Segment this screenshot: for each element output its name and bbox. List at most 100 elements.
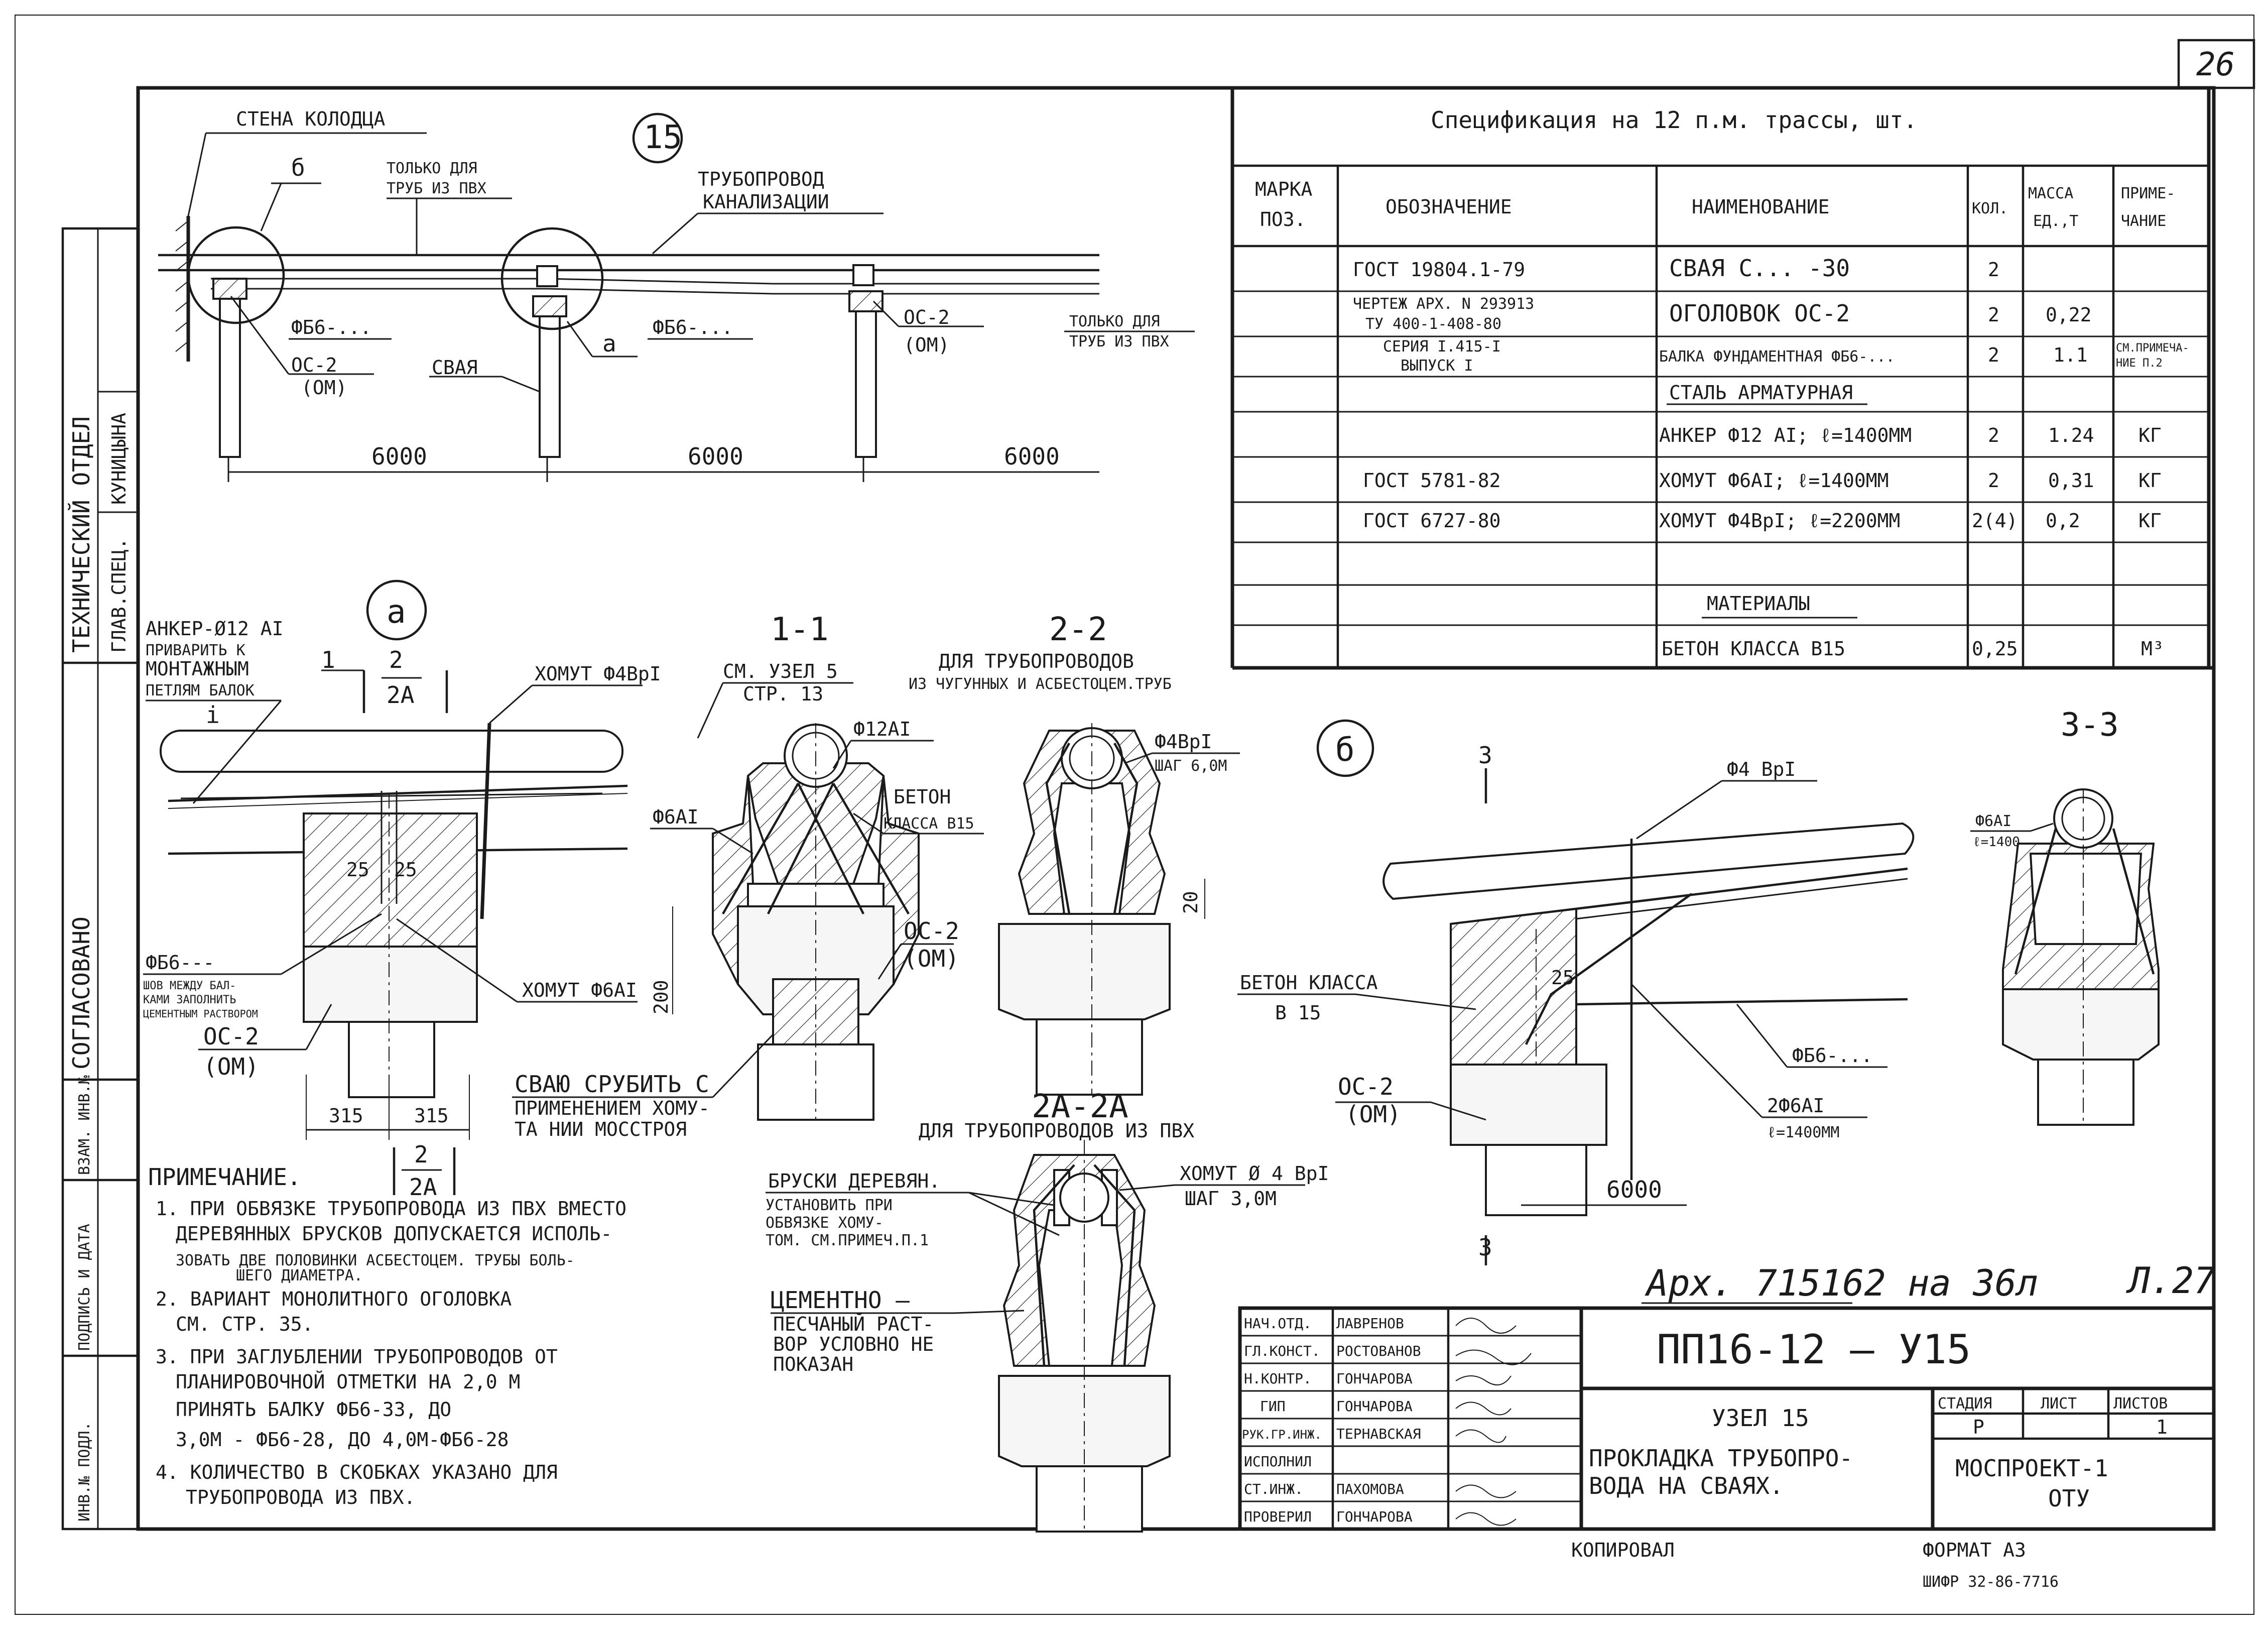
pipeline-label: ТРУБОПРОВОД xyxy=(698,168,824,190)
note-3b: ПЛАНИРОВОЧНОЙ ОТМЕТКИ НА 2,0 М xyxy=(176,1371,520,1393)
section-3-3: 3-3 Ф6АI ℓ=1400 xyxy=(1970,707,2160,1126)
detail-a-cap xyxy=(303,812,478,948)
spec-row-prim-2: НИЕ П.2 xyxy=(2116,357,2163,370)
sec2a-bruski-4: ТОМ. СМ.ПРИМЕЧ.П.1 xyxy=(766,1232,929,1249)
spec-row-prim: КГ xyxy=(2138,424,2162,446)
note-1b: ДЕРЕВЯННЫХ БРУСКОВ ДОПУСКАЕТСЯ ИСПОЛЬ- xyxy=(176,1223,612,1245)
stamp-vzam-inv: ВЗАМ. ИНВ.№ xyxy=(76,1075,93,1175)
sec2a-cem-4: ПОКАЗАН xyxy=(773,1353,853,1375)
spec-row-oboz-2: ТУ 400-1-408-80 xyxy=(1365,315,1501,333)
sec2a-homut: ХОМУТ Ø 4 ВрI xyxy=(1180,1162,1329,1185)
det-a-315a: 315 xyxy=(329,1105,363,1127)
sec22-sub: ДЛЯ ТРУБОПРОВОДОВ xyxy=(939,650,1134,672)
spec-row-kol: 2 xyxy=(1988,304,1999,326)
top-os2-1: ОС-2 xyxy=(291,354,337,376)
det-b-s3a: 3 xyxy=(1478,742,1492,769)
stamp-inv-podl: ИНВ.№ ПОДЛ. xyxy=(76,1422,93,1521)
tb-role: СТ.ИНЖ. xyxy=(1244,1481,1303,1497)
kopiroval: КОПИРОВАЛ xyxy=(1571,1539,1675,1561)
det-a-315b: 315 xyxy=(414,1105,449,1127)
sec11-svai-3: ТА НИИ МОССТРОЯ xyxy=(515,1118,687,1140)
note-4a: 4. КОЛИЧЕСТВО В СКОБКАХ УКАЗАНО ДЛЯ xyxy=(156,1461,558,1483)
tb-role: НАЧ.ОТД. xyxy=(1244,1315,1312,1332)
spec-row-oboz: СЕРИЯ I.415-I xyxy=(1383,338,1501,356)
det-a-shov-3: ЦЕМЕНТНЫМ РАСТВОРОМ xyxy=(143,1008,258,1020)
notes: ПРИМЕЧАНИЕ. 2 2А 1. ПРИ ОБВЯЗКЕ ТРУБОПРО… xyxy=(148,1141,626,1508)
pipeline-label-2: КАНАЛИЗАЦИИ xyxy=(703,191,829,213)
note-4b: ТРУБОПРОВОДА ИЗ ПВХ. xyxy=(186,1486,416,1508)
det-a-25a: 25 xyxy=(346,859,369,881)
sec11-beton: БЕТОН xyxy=(894,786,951,808)
sec2a-shag: ШАГ 3,0М xyxy=(1185,1188,1277,1210)
detail-b-ref: б xyxy=(291,154,305,181)
archive-note: Арх. 715162 на 36л xyxy=(1645,1262,2038,1304)
hdr-massa: МАССА xyxy=(2028,185,2073,202)
spec-row-massa: 0,22 xyxy=(2046,304,2092,326)
spec-row-oboz: ГОСТ 19804.1-79 xyxy=(1353,259,1525,281)
det-b-25: 25 xyxy=(1551,967,1574,989)
spec-row-prim: СМ.ПРИМЕЧА- xyxy=(2116,342,2189,355)
sec33-f6: Ф6АI xyxy=(1975,812,2011,830)
spec-row-kol: 2 xyxy=(1988,470,1999,492)
det-a-s1: 1 xyxy=(321,646,335,673)
notes-s2a: 2А xyxy=(409,1174,437,1201)
page-number-box xyxy=(2177,39,2255,89)
tb-code: ПП16-12 — У15 xyxy=(1657,1326,1971,1373)
det-a-s2a: 2А xyxy=(387,681,414,709)
sec11-title: 1-1 xyxy=(771,611,829,648)
spec-row-naim: МАТЕРИАЛЫ xyxy=(1707,593,1810,615)
top-os2-2: ОС-2 xyxy=(904,306,950,328)
sec2a-title: 2А-2А xyxy=(1032,1088,1128,1125)
det-b-os2: ОС-2 xyxy=(1338,1073,1394,1100)
hdr-prim: ПРИМЕ- xyxy=(2121,185,2175,202)
spec-row-massa: 0,31 xyxy=(2048,470,2094,492)
detail-a-circle-label: а xyxy=(387,594,406,631)
top-om-1: (ОМ) xyxy=(301,377,347,399)
inner-frame xyxy=(136,86,2216,1531)
tb-role: Н.КОНТР. xyxy=(1244,1370,1312,1387)
top-dim-3: 6000 xyxy=(1004,443,1060,470)
detail-a: а 1 2 2А АНКЕР-Ø12 АI ПРИВАРИТЬ К МОНТАЖ… xyxy=(143,579,661,1140)
tb-stadiya-val: Р xyxy=(1973,1416,1984,1438)
tb-name: ЛАВРЕНОВ xyxy=(1336,1315,1404,1332)
sec2a-bruski: БРУСКИ ДЕРЕВЯН. xyxy=(768,1170,940,1192)
spec-row-kol: 2(4) xyxy=(1972,510,2018,532)
tb-name: РОСТОВАНОВ xyxy=(1336,1343,1421,1359)
sec2a-cem-2: ПЕСЧАНЫЙ РАСТ- xyxy=(773,1313,934,1335)
hdr-naim: НАИМЕНОВАНИЕ xyxy=(1692,196,1830,218)
det-a-homut6: ХОМУТ Ф6АI xyxy=(522,979,637,1001)
top-view: 15 6000 6000 6000 СТЕНА КОЛОДЦА б xyxy=(158,108,1195,482)
top-dim-1: 6000 xyxy=(371,443,427,470)
det-a-shov: ШОВ МЕЖДУ БАЛ- xyxy=(143,980,236,992)
tb-org-2: ОТУ xyxy=(2048,1485,2090,1512)
stamp-glav-spec: ГЛАВ.СПЕЦ. xyxy=(108,538,130,653)
spec-row-massa: 1.24 xyxy=(2048,424,2094,446)
spec-row-prim: КГ xyxy=(2138,510,2162,532)
notes-title: ПРИМЕЧАНИЕ. xyxy=(148,1163,301,1191)
det-a-shov-2: КАМИ ЗАПОЛНИТЬ xyxy=(143,994,236,1006)
left-stamp: ТЕХНИЧЕСКИЙ ОТДЕЛ ГЛАВ.СПЕЦ. КУНИЦЫНА СО… xyxy=(61,227,140,1531)
sec2a-sub: ДЛЯ ТРУБОПРОВОДОВ ИЗ ПВХ xyxy=(919,1120,1194,1142)
tb-name: ГОНЧАРОВА xyxy=(1336,1508,1413,1525)
spec-row-naim: ОГОЛОВОК ОС-2 xyxy=(1669,300,1850,327)
spec-row-kol: 2 xyxy=(1988,424,1999,446)
tb-desc-1: ПРОКЛАДКА ТРУБОПРО- xyxy=(1589,1445,1853,1472)
tb-node: УЗЕЛ 15 xyxy=(1712,1404,1809,1432)
det-a-anker: АНКЕР-Ø12 АI xyxy=(146,618,284,640)
det-b-b15: В 15 xyxy=(1275,1002,1321,1024)
wall-label: СТЕНА КОЛОДЦА xyxy=(236,108,386,130)
signatures xyxy=(1455,1318,1532,1526)
spec-row-naim: БАЛКА ФУНДАМЕНТНАЯ ФБ6-... xyxy=(1659,348,1895,366)
det-a-homut: ХОМУТ Ф4ВрI xyxy=(535,663,661,685)
spec-row-prim: М³ xyxy=(2141,638,2164,660)
spec-row-oboz-2: ВЫПУСК I xyxy=(1401,357,1473,375)
note-3a: 3. ПРИ ЗАГЛУБЛЕНИИ ТРУБОПРОВОДОВ ОТ xyxy=(156,1346,558,1368)
note-2b: СМ. СТР. 35. xyxy=(176,1313,314,1335)
det-a-anker-2: ПРИВАРИТЬ К xyxy=(146,642,245,659)
node-number-circle xyxy=(632,112,683,164)
sec22-f4: Ф4ВрI xyxy=(1155,731,1212,753)
sec11-sm: СМ. УЗЕЛ 5 xyxy=(723,660,838,682)
outer-frame xyxy=(15,15,2254,1615)
tb-name: ТЕРНАВСКАЯ xyxy=(1336,1426,1421,1442)
